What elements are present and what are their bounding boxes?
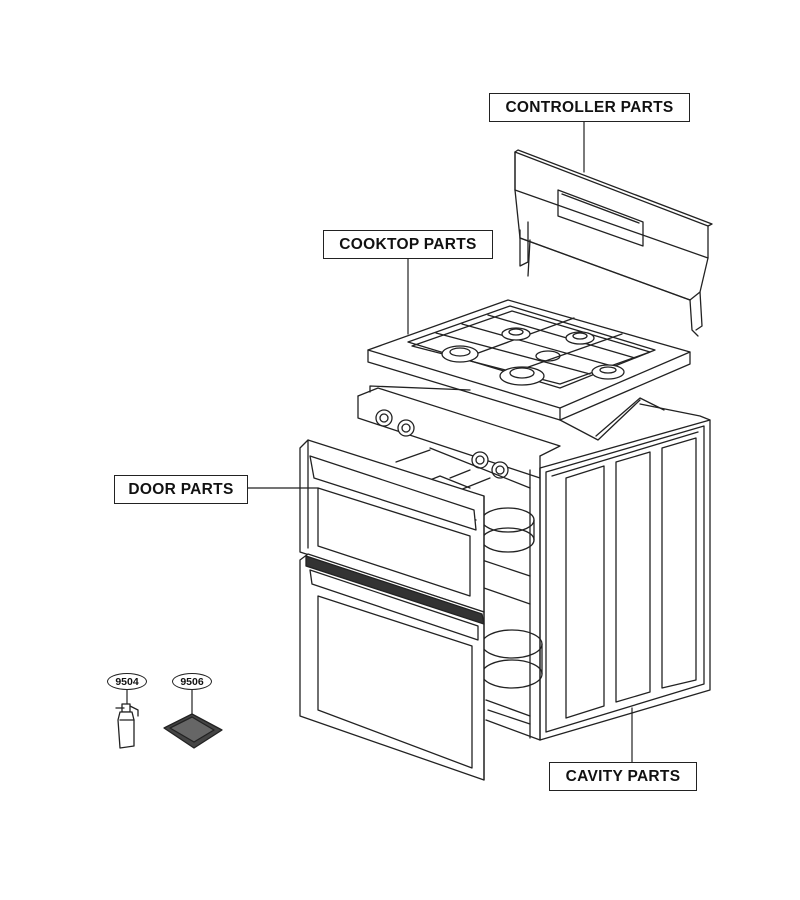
upper-door <box>300 440 484 612</box>
leader-lines <box>127 120 632 762</box>
controller-panel <box>515 150 712 336</box>
cooktop-parts-label[interactable]: COOKTOP PARTS <box>323 230 493 259</box>
control-knob-panel <box>358 388 560 478</box>
part-number-9504[interactable]: 9504 <box>107 673 147 690</box>
door-parts-label[interactable]: DOOR PARTS <box>114 475 248 504</box>
cavity-parts-label[interactable]: CAVITY PARTS <box>549 762 697 791</box>
lower-door <box>300 554 484 780</box>
part-number-9506[interactable]: 9506 <box>172 673 212 690</box>
cooktop-assembly <box>368 300 690 440</box>
controller-parts-label[interactable]: CONTROLLER PARTS <box>489 93 690 122</box>
spray-bottle-drawing <box>116 704 138 748</box>
cleaning-pad-drawing <box>164 714 222 748</box>
